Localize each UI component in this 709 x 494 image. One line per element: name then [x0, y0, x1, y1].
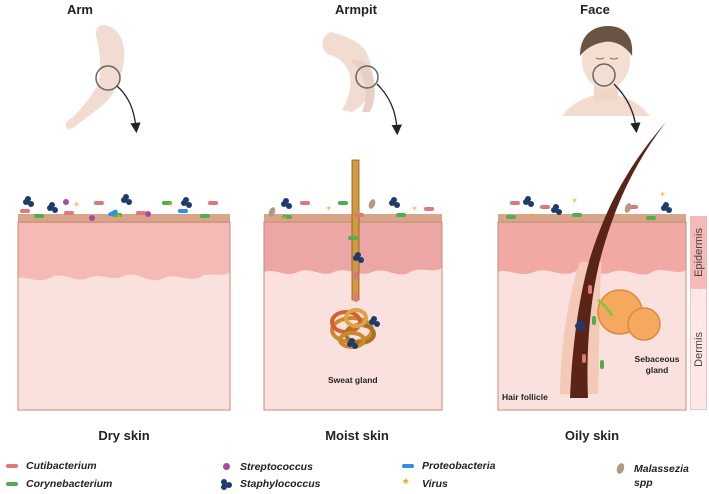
svg-text:*: * — [326, 205, 331, 216]
epidermis-tab: Epidermis — [690, 216, 707, 288]
legend-virus: * Virus — [400, 475, 448, 491]
moist-skin-panel — [263, 159, 443, 411]
legend-cutibacterium: Cutibacterium — [4, 460, 97, 472]
svg-text:*: * — [116, 213, 121, 224]
svg-text:*: * — [168, 201, 173, 212]
rod-icon — [4, 478, 22, 490]
arm-title: Arm — [66, 2, 93, 17]
svg-text:*: * — [572, 197, 577, 208]
armpit-illustration — [322, 32, 402, 136]
svg-text:*: * — [530, 212, 535, 223]
svg-text:*: * — [412, 205, 417, 216]
face-title: Face — [580, 2, 610, 17]
sweat-gland-label: Sweat gland — [328, 375, 378, 385]
hair-follicle-label: Hair follicle — [502, 392, 548, 402]
arm-illustration — [65, 24, 141, 134]
moist-skin-caption: Moist skin — [325, 428, 389, 443]
legend-streptococcus: Streptococcus — [218, 461, 313, 473]
armpit-title: Armpit — [335, 2, 377, 17]
yeast-icon — [612, 462, 630, 475]
svg-text:*: * — [282, 215, 287, 226]
surface-microbes: * * * * * * * * * — [20, 191, 672, 369]
oily-skin-caption: Oily skin — [564, 428, 620, 443]
cocci-icon — [218, 461, 236, 473]
rod-icon — [4, 460, 22, 472]
oily-skin-panel — [497, 122, 687, 411]
legend-malassezia: Malassezia spp — [612, 462, 704, 490]
legend-staphylococcus: Staphylococcus — [218, 478, 321, 490]
cluster-icon — [218, 478, 236, 490]
legend-proteobacteria: Proteobacteria — [400, 460, 496, 472]
sebaceous-gland-label: Sebaceous gland — [634, 354, 680, 375]
face-illustration — [562, 26, 650, 134]
dermis-tab: Dermis — [690, 288, 707, 410]
dry-skin-caption: Dry skin — [98, 428, 150, 443]
legend-corynebacterium: Corynebacterium — [4, 478, 112, 490]
dry-skin-panel — [17, 214, 231, 411]
svg-text:*: * — [660, 191, 665, 202]
dermis-label: Dermis — [692, 331, 705, 367]
epidermis-label: Epidermis — [692, 227, 705, 277]
svg-text:*: * — [74, 201, 79, 212]
rod-icon — [400, 460, 418, 472]
star-icon: * — [403, 475, 409, 491]
